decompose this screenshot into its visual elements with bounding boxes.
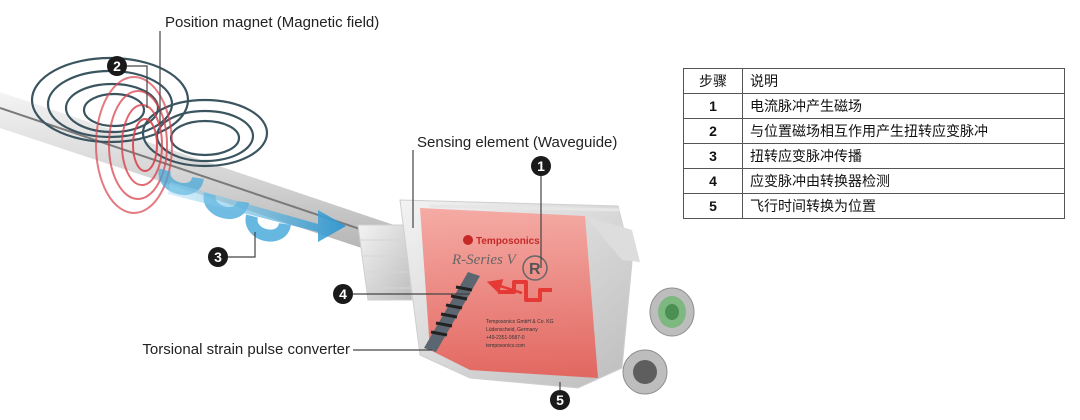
brand-name: Temposonics [476,236,540,247]
header-step: 步骤 [683,68,743,94]
position-magnet-label: Position magnet (Magnetic field) [165,14,379,31]
connectors [622,287,695,395]
svg-text:2: 2 [113,58,121,74]
step-description: 与位置磁场相互作用产生扭转应变脉冲 [742,118,1065,144]
table-row: 2 与位置磁场相互作用产生扭转应变脉冲 [683,118,1065,144]
position-magnet-rings [95,76,173,214]
table-row: 3 扭转应变脉冲传播 [683,143,1065,169]
step-number: 4 [683,168,743,194]
converter-label: Torsional strain pulse converter [142,341,350,358]
torsion-pulse [158,168,346,242]
step-number: 5 [683,193,743,219]
step-marker-5: 5 [550,390,570,410]
brand-mark-icon [463,235,473,245]
table-row: 5 飞行时间转换为位置 [683,193,1065,219]
device-label-line: +49-2351-9587-0 [486,335,525,341]
step-number: 2 [683,118,743,144]
device-label-line: Lüdenscheid, Germany [486,327,538,333]
step-marker-2: 2 [107,56,127,76]
converter-coil [424,272,480,352]
threaded-fitting [357,224,413,301]
header-description: 说明 [742,68,1065,94]
logo-letter: R [529,261,541,278]
table-row: 4 应变脉冲由转换器检测 [683,168,1065,194]
device-label-line: Temposonics GmbH & Co. KG [486,319,554,325]
step-marker-1: 1 [531,156,551,176]
device-label: Temposonics GmbH & Co. KG Lüdenscheid, G… [486,319,554,349]
step-number: 1 [683,93,743,119]
svg-text:1: 1 [537,158,545,174]
device-label-line: temposonics.com [486,343,525,349]
current-pulse [486,279,552,302]
step-description: 飞行时间转换为位置 [742,193,1065,219]
step-marker-3: 3 [208,247,228,267]
svg-text:3: 3 [214,249,222,265]
table-row: 1 电流脉冲产生磁场 [683,93,1065,119]
steps-table: 步骤 说明 1 电流脉冲产生磁场 2 与位置磁场相互作用产生扭转应变脉冲 3 扭… [683,68,1065,219]
leader-lines [127,31,561,390]
step-description: 应变脉冲由转换器检测 [742,168,1065,194]
step-description: 电流脉冲产生磁场 [742,93,1065,119]
logo-circle-icon [522,255,548,281]
step-marker-4: 4 [333,284,353,304]
step-number: 3 [683,143,743,169]
svg-text:4: 4 [339,286,347,302]
svg-text:5: 5 [556,392,564,408]
table-header-row: 步骤 说明 [683,68,1065,94]
sensing-element-label: Sensing element (Waveguide) [417,134,617,151]
step-description: 扭转应变脉冲传播 [742,143,1065,169]
brand-logo: Temposonics R-Series V R [451,235,548,281]
series-name: R-Series V [451,252,518,268]
